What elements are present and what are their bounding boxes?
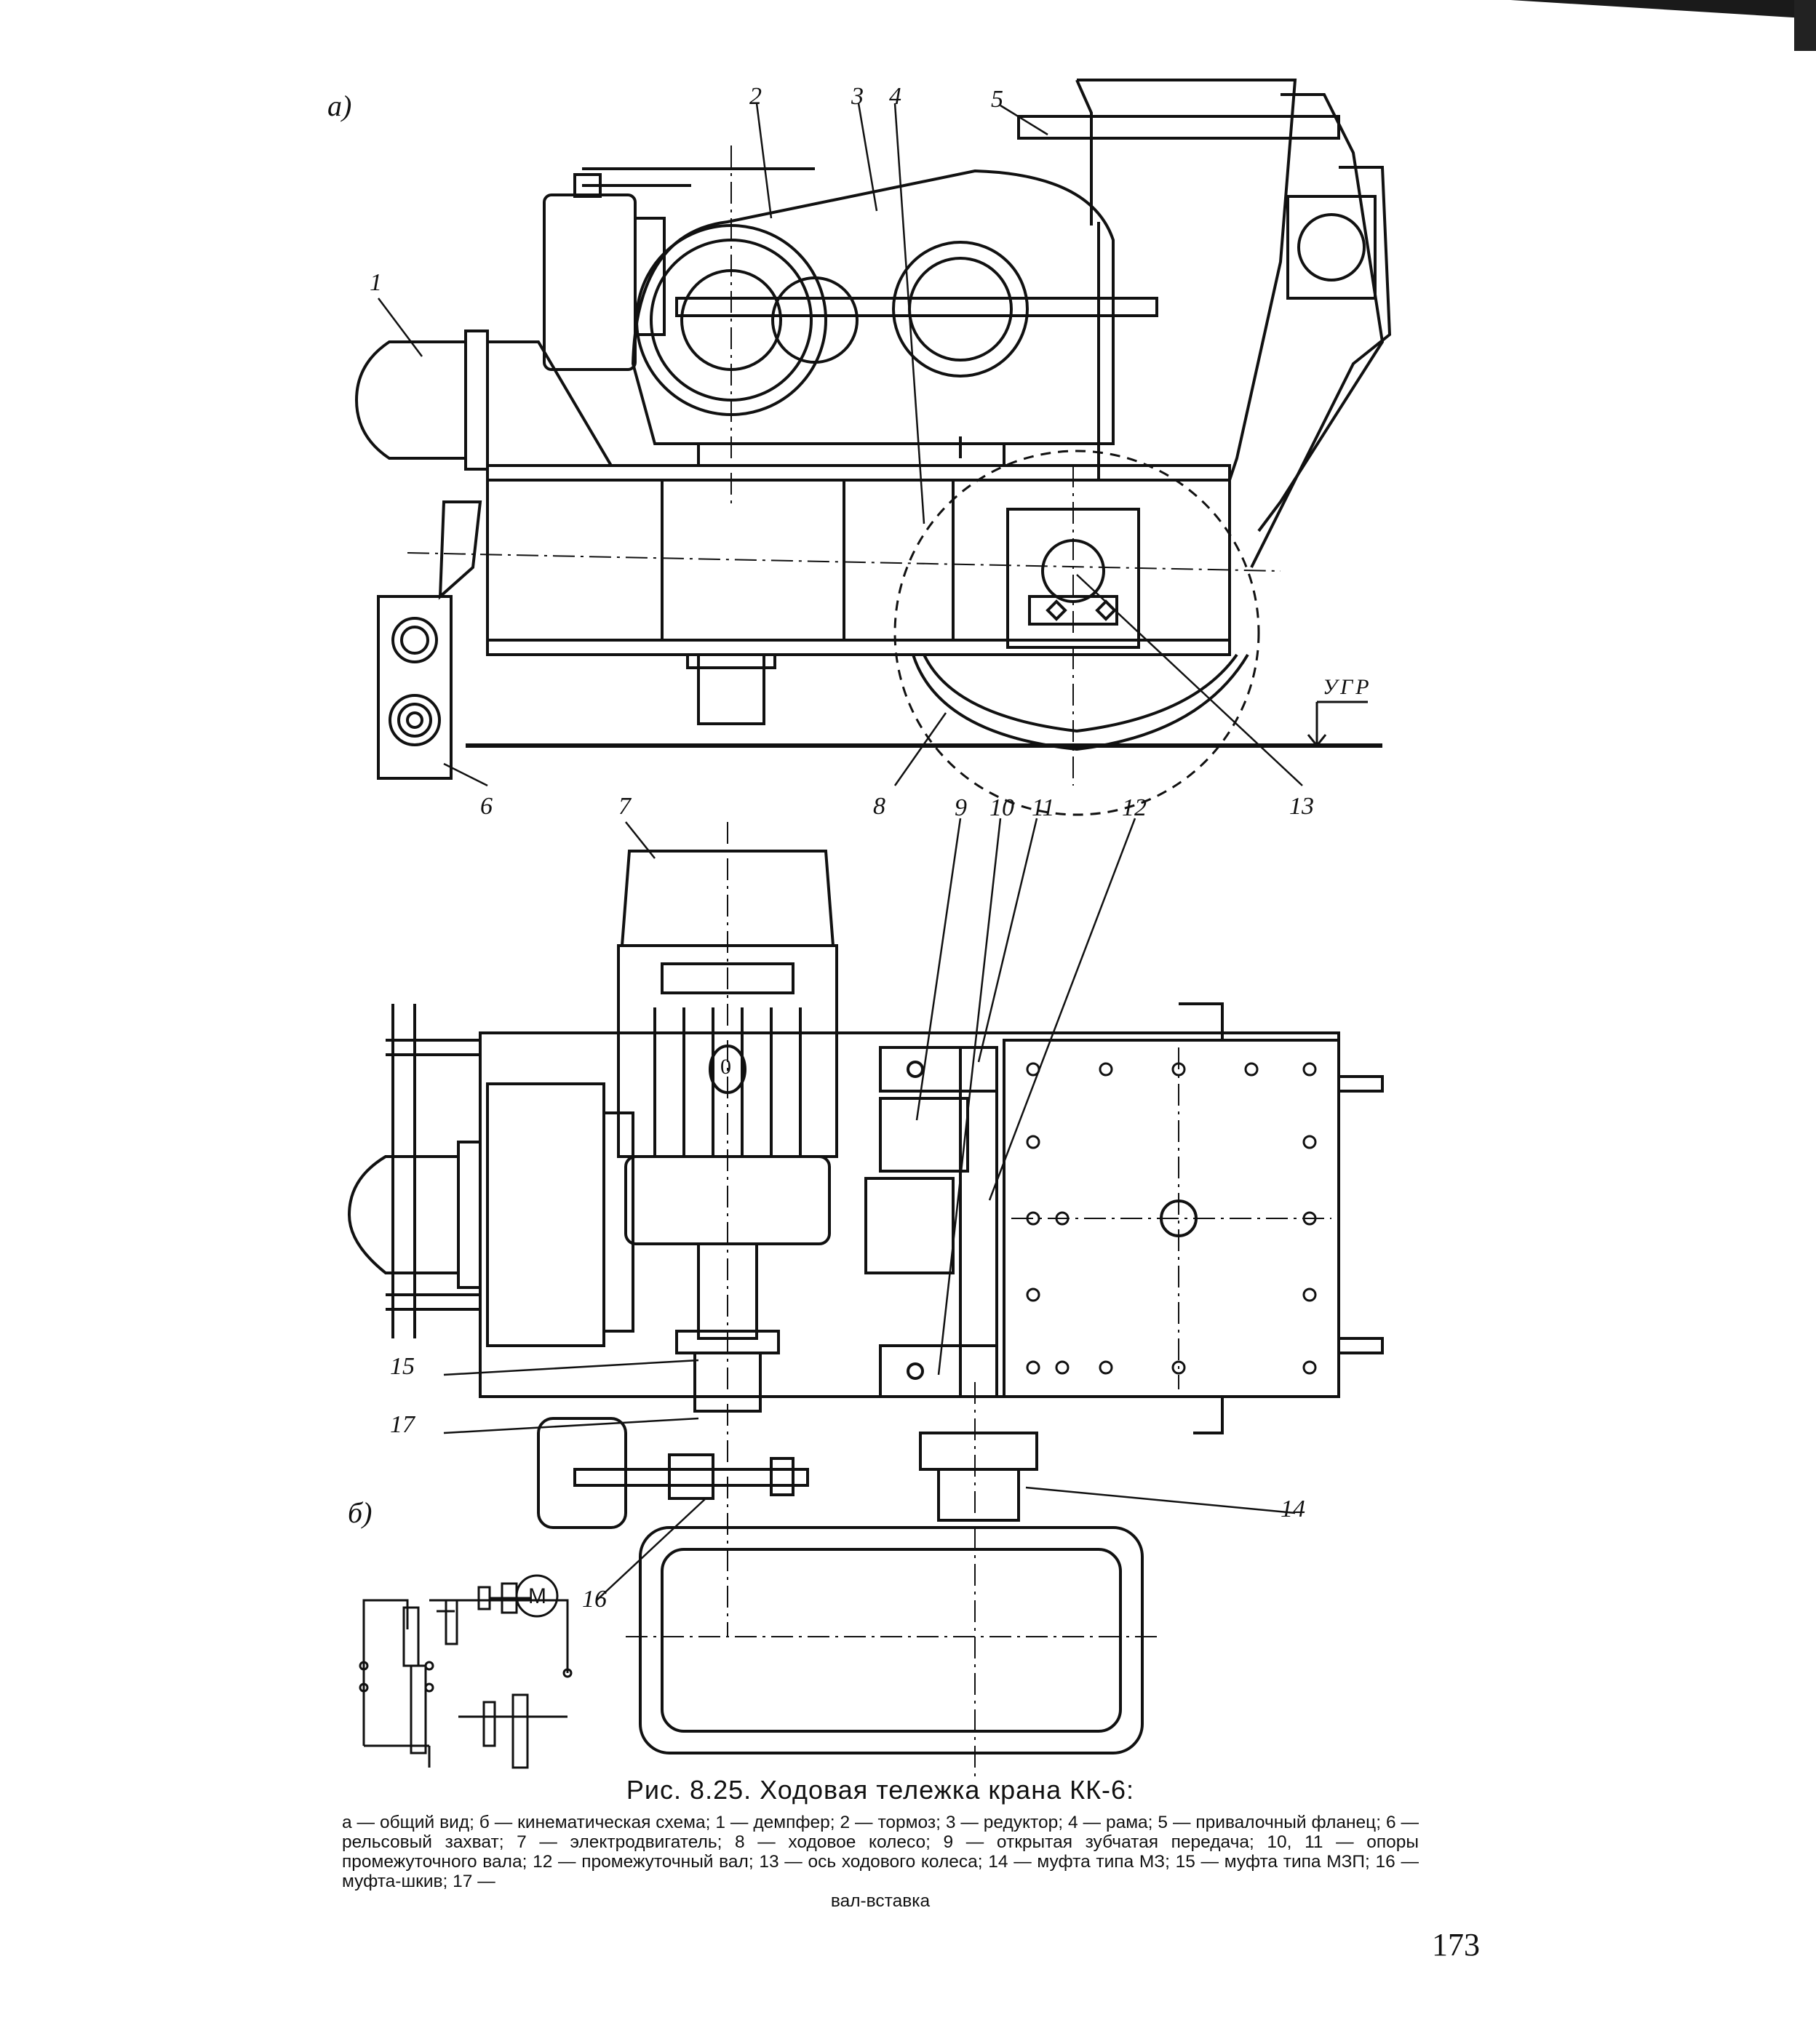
coupling-14 bbox=[919, 1432, 1038, 1471]
callout-1: 1 bbox=[370, 269, 382, 296]
frame-plan bbox=[479, 1031, 1340, 1398]
callout-2: 2 bbox=[749, 83, 762, 110]
frame-4 bbox=[486, 464, 1231, 656]
scan-edge-shadow bbox=[1510, 0, 1816, 19]
callout-11: 11 bbox=[1032, 794, 1055, 821]
callout-8: 8 bbox=[873, 793, 885, 820]
shaft-17 bbox=[693, 1352, 762, 1413]
running-wheel-8 bbox=[912, 653, 1249, 751]
callout-5: 5 bbox=[991, 86, 1003, 113]
coupling-pulley-16 bbox=[668, 1453, 714, 1500]
callout-7: 7 bbox=[618, 793, 631, 820]
page-number: 173 bbox=[1432, 1927, 1480, 1963]
callout-6: 6 bbox=[480, 793, 493, 820]
view-b-kinematic-scheme bbox=[359, 1574, 573, 1769]
callout-4: 4 bbox=[889, 83, 901, 110]
figure-caption: Рис. 8.25. Ходовая тележка крана КК-6: а… bbox=[342, 1775, 1419, 1912]
brake-2 bbox=[543, 193, 637, 371]
caption-last-line: вал-вставка bbox=[830, 1891, 931, 1911]
view-a-label: а) bbox=[327, 89, 352, 122]
callout-14: 14 bbox=[1281, 1496, 1305, 1522]
caption-body: а — общий вид; б — кинематическая схема;… bbox=[342, 1813, 1419, 1891]
wheel-block bbox=[1003, 1039, 1340, 1398]
caption-title: Рис. 8.25. Ходовая тележка крана КК-6: bbox=[626, 1775, 1135, 1805]
ugr-label: УГР bbox=[1323, 675, 1372, 699]
plan-view bbox=[347, 818, 1384, 1782]
scan-edge-corner bbox=[1794, 0, 1816, 51]
callout-16: 16 bbox=[582, 1586, 607, 1613]
callout-3: 3 bbox=[851, 83, 864, 110]
view-b-label: б) bbox=[348, 1496, 373, 1529]
callout-9: 9 bbox=[955, 794, 967, 821]
damper-1 bbox=[354, 340, 467, 460]
callout-13: 13 bbox=[1289, 793, 1314, 820]
view-a-side-elevation bbox=[354, 79, 1392, 816]
rail-grip-6 bbox=[377, 595, 453, 780]
callout-12: 12 bbox=[1122, 794, 1147, 821]
callout-15: 15 bbox=[390, 1353, 415, 1380]
reducer-3 bbox=[631, 169, 1115, 445]
callout-17: 17 bbox=[390, 1411, 415, 1438]
callout-10: 10 bbox=[989, 794, 1014, 821]
motor-symbol-label: М bbox=[528, 1584, 546, 1608]
flange-5 bbox=[1077, 79, 1297, 482]
motor-plate-label: 0 bbox=[720, 1055, 731, 1079]
